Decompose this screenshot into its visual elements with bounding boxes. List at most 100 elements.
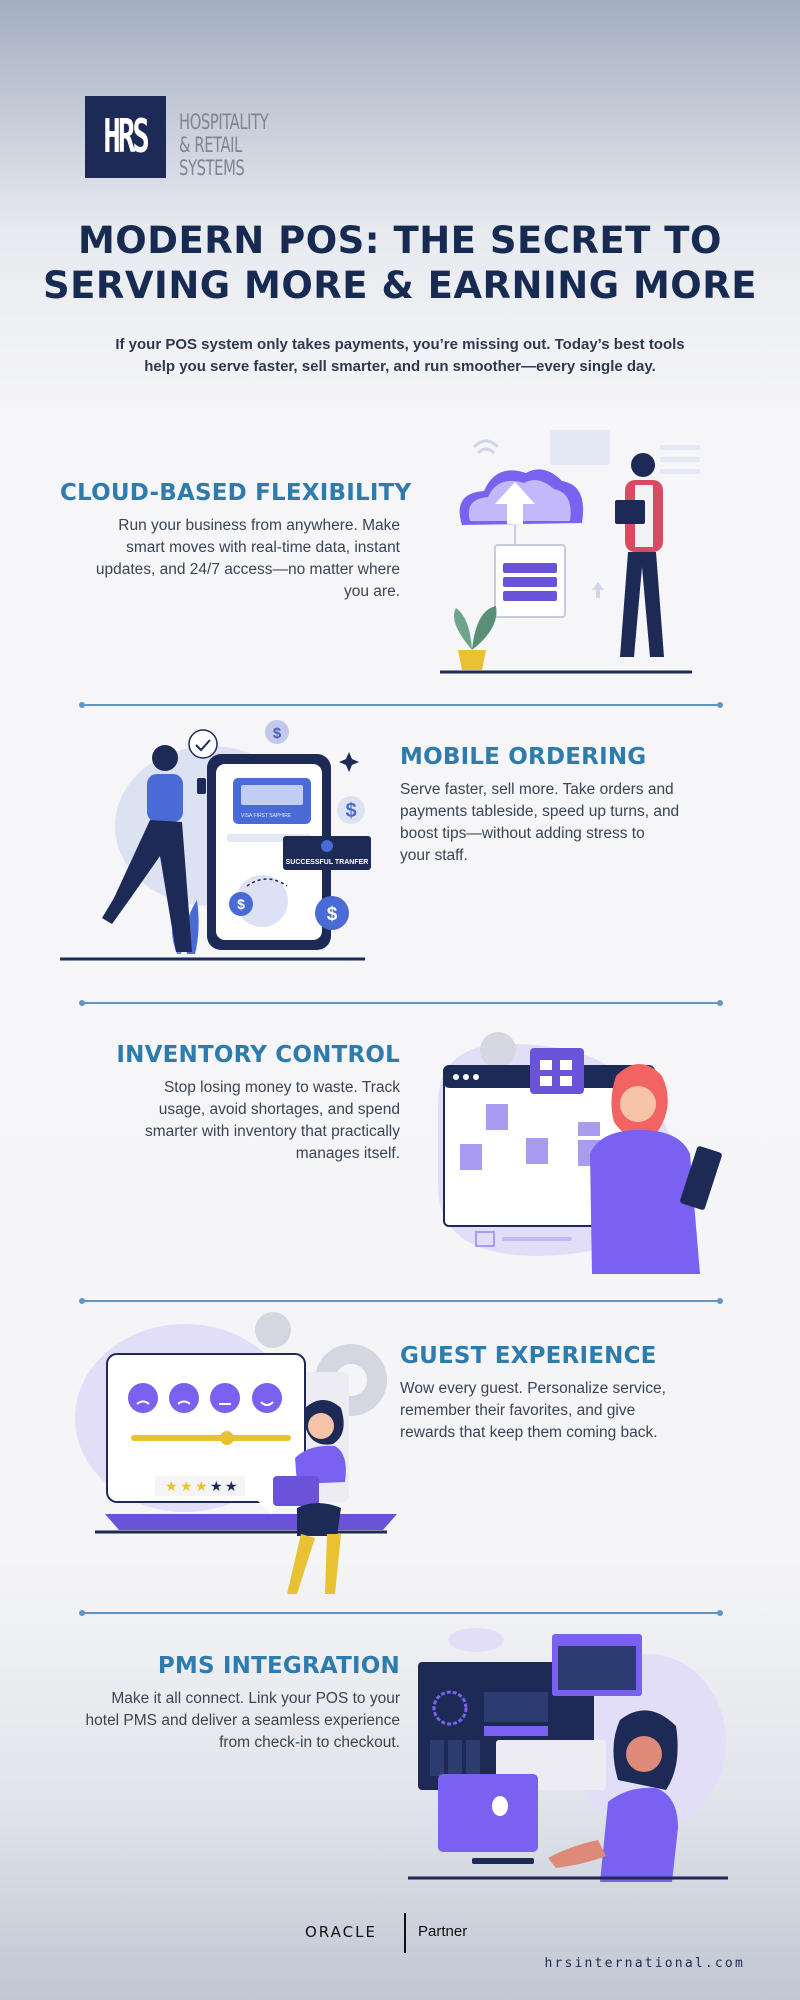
gauge-icon	[432, 1690, 468, 1726]
gear-icon	[255, 1312, 291, 1348]
section-cloud-body-line: smart moves with real-time data, instant	[126, 539, 400, 556]
person-face	[308, 1413, 334, 1439]
bar-panel	[430, 1740, 444, 1776]
section-mobile-title: MOBILE ORDERING	[400, 744, 647, 770]
transfer-label: SUCCESSFUL TRANFER	[286, 859, 369, 866]
person-legs	[102, 820, 192, 952]
inventory-illustration	[438, 1032, 722, 1274]
bar-panel	[448, 1740, 462, 1776]
section-cloud-body-line: Run your business from anywhere. Make	[118, 517, 400, 534]
calendar-cell	[560, 1076, 572, 1086]
brand-logo: HRS	[85, 96, 166, 178]
page-subtitle-line1: If your POS system only takes payments, …	[115, 336, 685, 353]
laptop-icon	[273, 1476, 319, 1506]
server-rack	[503, 577, 557, 587]
section-mobile-body-line: your staff.	[400, 847, 468, 864]
section-pms-body: Make it all connect. Link your POS to yo…	[60, 1688, 400, 1754]
line-decor	[660, 445, 700, 450]
page-subtitle: If your POS system only takes payments, …	[100, 334, 700, 378]
oracle-logo: ORACLE	[305, 1923, 377, 1941]
person-head	[152, 745, 178, 771]
upload-arrow-icon	[495, 482, 535, 524]
person-head	[631, 453, 655, 477]
line-decor	[660, 469, 700, 474]
progress-bar	[484, 1726, 548, 1736]
section-mobile-body-line: boost tips—without adding stress to	[400, 825, 645, 842]
chart-panel	[484, 1692, 548, 1722]
person-arm	[548, 1840, 606, 1868]
coin-symbol: $	[237, 896, 245, 912]
section-inventory-body-line: usage, avoid shortages, and spend	[158, 1101, 400, 1118]
brand-name: HOSPITALITY & RETAIL SYSTEMS	[179, 111, 296, 180]
laptop-base	[105, 1514, 397, 1530]
star-filled-icon: ★	[195, 1478, 208, 1494]
dashboard-card-decor	[550, 430, 610, 465]
face-mouths	[136, 1400, 274, 1406]
server-rack	[503, 591, 557, 601]
person-legs	[287, 1534, 341, 1594]
sticky-note-icon	[526, 1138, 548, 1164]
window-dot	[463, 1074, 469, 1080]
section-guest-body: Wow every guest. Personalize service, re…	[400, 1378, 750, 1444]
star-empty-icon: ★	[225, 1478, 238, 1494]
page-title-line2: SERVING MORE & EARNING MORE	[43, 264, 757, 307]
coin-symbol: $	[327, 904, 338, 925]
guest-illustration: ★★★★★	[75, 1312, 397, 1594]
card-stripe	[241, 785, 303, 805]
bar-panel	[466, 1740, 480, 1776]
plant-leaf	[472, 606, 497, 650]
person-face	[620, 1086, 656, 1122]
coin-symbol: $	[345, 800, 356, 822]
star-filled-icon: ★	[165, 1478, 178, 1494]
person-sweater	[590, 1130, 700, 1274]
section-divider	[79, 702, 723, 708]
partner-label: Partner	[418, 1923, 468, 1940]
globe-icon	[236, 875, 288, 927]
section-mobile-body-line: payments tableside, speed up turns, and	[400, 803, 680, 820]
pms-illustration	[408, 1628, 728, 1882]
star-rating-box	[155, 1476, 245, 1496]
section-cloud-body-line: you are.	[343, 583, 400, 600]
person-top	[295, 1445, 346, 1484]
happy-face-icon	[252, 1383, 282, 1413]
world-map-screen	[558, 1646, 636, 1690]
section-inventory-body-line: smarter with inventory that practically	[145, 1123, 400, 1140]
transfer-badge	[283, 836, 371, 870]
tablet-icon	[680, 1146, 722, 1210]
coin-icon	[337, 796, 365, 824]
calendar-cell	[540, 1076, 552, 1086]
coin-symbol: $	[273, 725, 282, 742]
star-empty-icon: ★	[210, 1478, 223, 1494]
coin-icon	[265, 720, 289, 744]
section-pms-body-line: hotel PMS and deliver a seamless experie…	[85, 1712, 400, 1729]
satisfaction-slider	[131, 1435, 291, 1441]
brand-name-line1: HOSPITALITY	[179, 110, 269, 134]
section-pms: PMS INTEGRATION Make it all connect. Lin…	[60, 1652, 400, 1754]
star-rating: ★★★★★	[165, 1478, 238, 1494]
mobile-illustration: $ VISA FIRST SAPHIRE SUCCESSFUL TRANFER …	[60, 720, 371, 961]
angry-face-icon	[128, 1383, 158, 1413]
checkmark-bubble-icon	[188, 729, 218, 759]
window-dot	[473, 1074, 479, 1080]
person-skirt	[297, 1503, 341, 1536]
laptop-icon	[615, 500, 645, 524]
monitor-icon	[438, 1774, 538, 1852]
section-guest-body-line: rewards that keep them coming back.	[400, 1424, 658, 1441]
person-shirt	[147, 774, 183, 822]
section-guest: GUEST EXPERIENCE Wow every guest. Person…	[400, 1342, 750, 1444]
website-link[interactable]: hrsinternational.com	[544, 1956, 745, 1971]
section-inventory-body-line: manages itself.	[295, 1145, 400, 1162]
person-top	[600, 1787, 678, 1882]
calendar-cell	[540, 1060, 552, 1070]
section-mobile-body-line: Serve faster, sell more. Take orders and	[400, 781, 674, 798]
section-inventory-body: Stop losing money to waste. Track usage,…	[80, 1077, 400, 1165]
section-inventory: INVENTORY CONTROL Stop losing money to w…	[80, 1041, 400, 1165]
page-subtitle-line2: help you serve faster, sell smarter, and…	[144, 358, 656, 375]
section-cloud: CLOUD-BASED FLEXIBILITY Run your busines…	[60, 479, 412, 603]
section-cloud-title: CLOUD-BASED FLEXIBILITY	[60, 480, 412, 506]
sticky-note-icon	[578, 1122, 600, 1136]
page-title: MODERN POS: THE SECRET TO SERVING MORE &…	[40, 218, 760, 308]
card-label: VISA FIRST SAPHIRE	[241, 813, 292, 819]
window-dot	[453, 1074, 459, 1080]
slider-handle	[220, 1431, 234, 1445]
